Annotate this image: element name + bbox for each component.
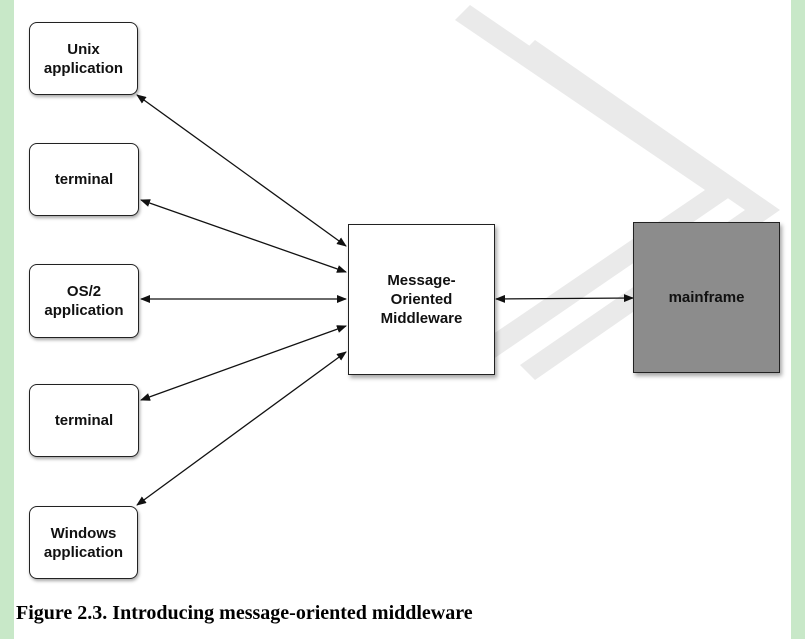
windows-application-label: Windows application	[43, 524, 124, 561]
message-oriented-middleware-box: Message- Oriented Middleware	[348, 224, 495, 375]
diagram-connectors	[136, 94, 634, 506]
unix-application-label: Unix application	[43, 40, 124, 77]
os2-application-label: OS/2 application	[44, 283, 124, 319]
terminal-top-label: terminal	[54, 171, 114, 188]
terminal-bottom-label: terminal	[54, 412, 114, 429]
connector-windows-to-middleware	[136, 351, 347, 506]
terminal-top-box: terminal	[29, 143, 139, 216]
connector-unix-to-middleware	[136, 94, 347, 247]
figure-caption: Figure 2.3. Introducing message-oriented…	[16, 602, 473, 624]
mainframe-box: mainframe	[633, 222, 780, 373]
unix-application-box: Unix application	[29, 22, 138, 95]
right-border-stripe	[791, 0, 805, 639]
connector-terminal-top-to-middleware	[140, 199, 347, 273]
connector-terminal-bottom-to-middleware	[140, 325, 347, 401]
terminal-bottom-box: terminal	[29, 384, 139, 457]
left-border-stripe	[0, 0, 14, 639]
mainframe-label: mainframe	[668, 289, 745, 306]
os2-application-box: OS/2 application	[29, 264, 139, 338]
windows-application-box: Windows application	[29, 506, 138, 579]
message-oriented-middleware-label: Message- Oriented Middleware	[380, 272, 463, 327]
connector-middleware-to-mainframe	[495, 294, 634, 303]
